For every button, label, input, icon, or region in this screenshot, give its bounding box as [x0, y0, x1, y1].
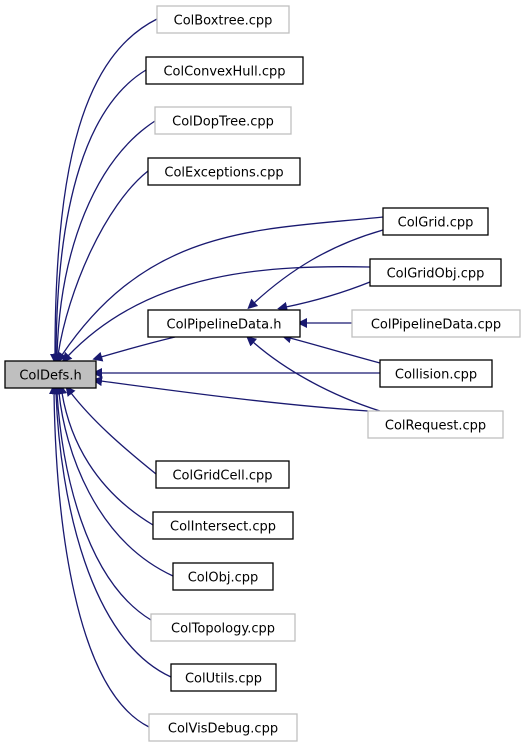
node-colvisdebug: ColVisDebug.cpp	[148, 713, 298, 742]
edge-colobj-to-coldefs	[54, 384, 174, 577]
node-label: ColDopTree.cpp	[172, 115, 274, 130]
edge-colrequest-to-colpipelinedata_h	[246, 336, 381, 412]
node-box	[156, 5, 290, 34]
edge-colrequest-to-coldefs	[92, 376, 369, 412]
edge-colintersect-to-coldefs	[57, 384, 154, 526]
node-colrequest: ColRequest.cpp	[367, 410, 504, 439]
edge	[56, 216, 384, 363]
node-box	[155, 460, 290, 489]
edge-colpipelinedata_h-to-coldefs	[92, 336, 176, 362]
node-colgridobj[interactable]: ColGridObj.cpp	[369, 258, 502, 287]
node-label: Collision.cpp	[395, 368, 477, 383]
node-box	[170, 663, 277, 692]
edge	[53, 170, 149, 364]
node-layer: ColDefs.h ColBoxtree.cppColConvexHull.cpp…	[4, 5, 521, 742]
node-label: ColUtils.cpp	[185, 672, 262, 687]
edge-colconvexhull-to-coldefs	[51, 69, 147, 364]
node-colpipelinedata-cpp: ColPipelineData.cpp	[351, 309, 521, 338]
edge	[51, 69, 147, 364]
edge-colexceptions-to-coldefs	[53, 170, 149, 364]
node-label: ColBoxtree.cpp	[174, 14, 273, 29]
node-box	[379, 359, 493, 388]
node-label: ColObj.cpp	[188, 571, 259, 586]
node-colconvexhull[interactable]: ColConvexHull.cpp	[145, 56, 304, 85]
node-box	[152, 511, 294, 540]
edge-colgrid-to-coldefs	[56, 216, 384, 363]
edge	[246, 336, 381, 412]
node-colboxtree: ColBoxtree.cpp	[156, 5, 290, 34]
node-label: ColIntersect.cpp	[170, 520, 276, 535]
node-box	[172, 562, 274, 591]
node-label: ColGrid.cpp	[398, 216, 474, 231]
node-colexceptions[interactable]: ColExceptions.cpp	[147, 157, 301, 186]
node-box	[154, 106, 292, 135]
node-coldoptree: ColDopTree.cpp	[154, 106, 292, 135]
node-box	[4, 360, 97, 389]
node-label: ColExceptions.cpp	[164, 166, 283, 181]
node-box	[147, 157, 301, 186]
edge	[65, 385, 157, 475]
node-colpipelinedata-h[interactable]: ColPipelineData.h	[147, 309, 301, 338]
node-collision[interactable]: Collision.cpp	[379, 359, 493, 388]
edge	[281, 333, 381, 364]
edge	[92, 376, 369, 412]
edge-collision-to-colpipelinedata_h	[281, 333, 381, 364]
node-box	[150, 613, 296, 642]
edge	[92, 336, 176, 362]
node-box	[367, 410, 504, 439]
node-colutils[interactable]: ColUtils.cpp	[170, 663, 277, 692]
edge-colgridobj-to-coldefs	[61, 266, 371, 363]
edge-coltopology-to-coldefs	[52, 384, 152, 621]
edge	[50, 18, 158, 364]
node-label: ColGridCell.cpp	[172, 469, 272, 484]
node-box	[382, 207, 489, 236]
node-coltopology: ColTopology.cpp	[150, 613, 296, 642]
edge	[57, 384, 154, 526]
edge-layer	[49, 18, 384, 728]
edge	[51, 384, 172, 678]
node-label: ColGridObj.cpp	[387, 267, 485, 282]
edge	[49, 384, 150, 728]
node-label: ColConvexHull.cpp	[163, 65, 285, 80]
edge-colvisdebug-to-coldefs	[49, 384, 150, 728]
edge-colgridobj-to-colpipelinedata_h	[277, 281, 371, 312]
edge	[54, 384, 174, 577]
node-colgrid[interactable]: ColGrid.cpp	[382, 207, 489, 236]
node-box	[148, 713, 298, 742]
node-box	[147, 309, 301, 338]
edge-colboxtree-to-coldefs	[50, 18, 158, 364]
node-colobj[interactable]: ColObj.cpp	[172, 562, 274, 591]
node-label: ColTopology.cpp	[171, 622, 275, 637]
edge	[247, 229, 384, 310]
node-label: ColPipelineData.h	[167, 318, 282, 333]
edge-coldoptree-to-coldefs	[52, 120, 156, 364]
edge	[52, 120, 156, 364]
edge-colutils-to-coldefs	[51, 384, 172, 678]
node-label: ColPipelineData.cpp	[371, 318, 501, 333]
node-label: ColVisDebug.cpp	[168, 722, 278, 737]
node-coldefs: ColDefs.h	[4, 360, 97, 389]
node-colintersect[interactable]: ColIntersect.cpp	[152, 511, 294, 540]
edge-colgrid-to-colpipelinedata_h	[247, 229, 384, 310]
node-label: ColRequest.cpp	[385, 419, 486, 434]
edge	[277, 281, 371, 312]
node-box	[145, 56, 304, 85]
edge	[52, 384, 152, 621]
node-colgridcell[interactable]: ColGridCell.cpp	[155, 460, 290, 489]
node-label: ColDefs.h	[19, 369, 81, 384]
node-box	[369, 258, 502, 287]
node-box	[351, 309, 521, 338]
edge-colgridcell-to-coldefs	[65, 385, 157, 475]
edge	[61, 266, 371, 363]
